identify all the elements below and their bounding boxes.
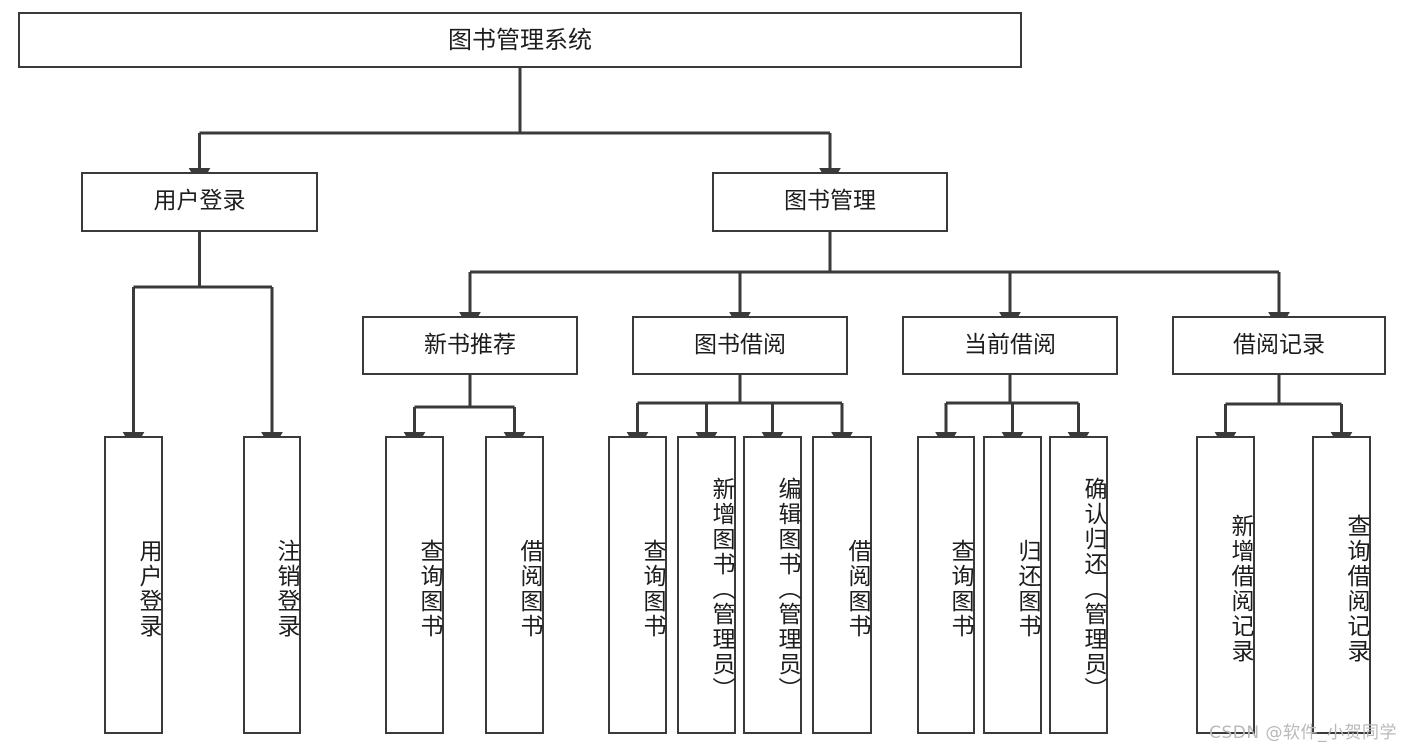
- node-leaf-rec-query[interactable]: 查询借阅记录: [1312, 436, 1371, 734]
- node-label: 图书管理: [784, 188, 876, 215]
- node-leaf-rec-add[interactable]: 新增借阅记录: [1196, 436, 1255, 734]
- node-label: 新增借阅记录: [1227, 514, 1253, 664]
- node-label: 当前借阅: [964, 331, 1056, 358]
- node-records[interactable]: 借阅记录: [1172, 316, 1386, 375]
- node-label: 用户登录: [153, 188, 246, 215]
- node-leaf-cur-query[interactable]: 查询图书: [917, 436, 975, 734]
- node-label: 查询借阅记录: [1343, 514, 1369, 664]
- node-label: 确认归还（管理员）: [1080, 476, 1106, 702]
- node-leaf-bw-query[interactable]: 查询图书: [608, 436, 667, 734]
- node-leaf-nb-borrow[interactable]: 借阅图书: [485, 436, 544, 734]
- node-label: 图书借阅: [694, 331, 786, 358]
- node-newbook[interactable]: 新书推荐: [362, 316, 578, 375]
- node-label: 注销登录: [273, 539, 299, 639]
- node-leaf-nb-query[interactable]: 查询图书: [385, 436, 444, 734]
- node-label: 借阅记录: [1233, 331, 1325, 358]
- node-label: 借阅图书: [844, 539, 870, 639]
- node-label: 编辑图书（管理员）: [774, 476, 800, 702]
- node-root[interactable]: 图书管理系统: [18, 12, 1022, 68]
- node-login[interactable]: 用户登录: [81, 172, 318, 232]
- node-label: 用户登录: [135, 539, 161, 639]
- watermark-label: CSDN @软件_小贺同学: [1209, 723, 1397, 743]
- node-label: 新增图书（管理员）: [708, 476, 734, 702]
- node-label: 借阅图书: [516, 539, 542, 639]
- node-leaf-user-login[interactable]: 用户登录: [104, 436, 163, 734]
- node-label: 新书推荐: [424, 331, 516, 358]
- node-bookmgmt[interactable]: 图书管理: [712, 172, 948, 232]
- node-label: 图书管理系统: [448, 25, 592, 54]
- node-leaf-bw-borrow[interactable]: 借阅图书: [812, 436, 872, 734]
- node-current[interactable]: 当前借阅: [902, 316, 1118, 375]
- node-label: 归还图书: [1014, 539, 1040, 639]
- edge-group: [122, 68, 1353, 451]
- node-leaf-cur-return[interactable]: 归还图书: [983, 436, 1042, 734]
- node-label: 查询图书: [947, 539, 973, 639]
- node-label: 查询图书: [416, 539, 442, 639]
- node-label: 查询图书: [639, 539, 665, 639]
- node-leaf-cur-confirm[interactable]: 确认归还（管理员）: [1049, 436, 1108, 734]
- node-leaf-bw-add[interactable]: 新增图书（管理员）: [677, 436, 736, 734]
- node-leaf-user-logout[interactable]: 注销登录: [243, 436, 301, 734]
- node-borrow[interactable]: 图书借阅: [632, 316, 848, 375]
- node-leaf-bw-edit[interactable]: 编辑图书（管理员）: [743, 436, 802, 734]
